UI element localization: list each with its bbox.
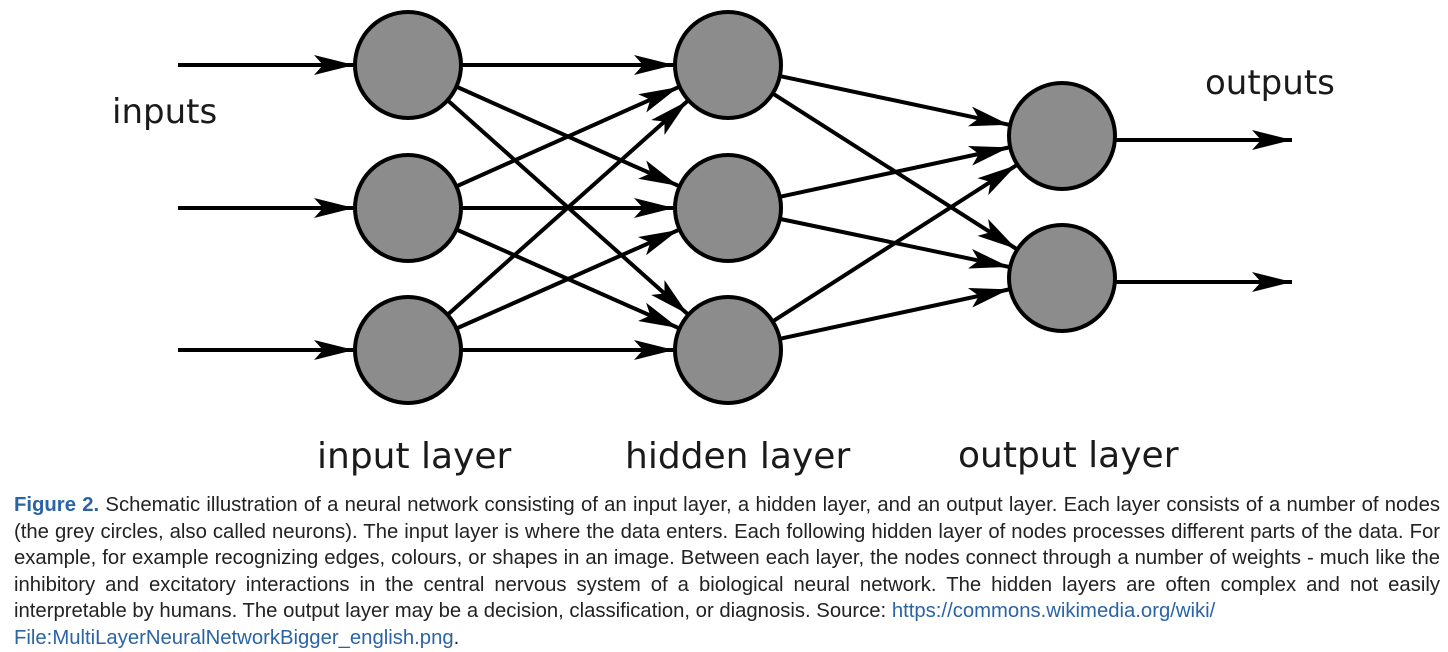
connection-hidden-3-to-output-1: [771, 163, 1018, 324]
source-link[interactable]: https://commons.wikimedia.org/wiki/File:…: [14, 600, 1215, 649]
connection-hidden-2-to-output-1: [779, 145, 1010, 199]
caption-text: Schematic illustration of a neural netwo…: [14, 494, 1441, 623]
hidden-node-2: [673, 153, 783, 263]
input-node-3: [353, 295, 463, 405]
outputs-label: outputs: [1205, 63, 1335, 103]
io-arrows: [178, 55, 1292, 360]
hidden-node-1: [673, 10, 783, 120]
hidden-layer-label: hidden layer: [625, 436, 850, 477]
neural-network-diagram: inputs outputs input layer hidden layer …: [112, 10, 1335, 477]
input-node-1: [353, 10, 463, 120]
connection-input-3-to-hidden-1: [446, 99, 690, 317]
source-link-line1: https://commons.wikimedia.org/wiki/: [891, 600, 1216, 623]
output-layer-label: output layer: [958, 435, 1179, 476]
connection-input-3-to-hidden-2: [455, 228, 680, 331]
network-nodes: [353, 10, 1117, 405]
connection-hidden-1-to-output-1: [779, 74, 1010, 127]
input-layer-label: input layer: [317, 436, 512, 477]
output-node-2: [1007, 223, 1117, 333]
input-node-2: [353, 153, 463, 263]
output-node-1: [1007, 81, 1117, 191]
connection-input-2-to-hidden-1: [455, 85, 680, 189]
hidden-node-3: [673, 295, 783, 405]
figure-caption: Figure 2. Schematic illustration of a ne…: [14, 492, 1440, 652]
caption-end: .: [453, 626, 460, 649]
connection-hidden-3-to-output-2: [779, 287, 1010, 341]
inputs-label: inputs: [112, 92, 217, 132]
source-link-line2: File:MultiLayerNeuralNetworkBigger_engli…: [14, 626, 454, 649]
figure-label: Figure 2.: [14, 494, 100, 516]
connection-lines: [446, 55, 1018, 360]
